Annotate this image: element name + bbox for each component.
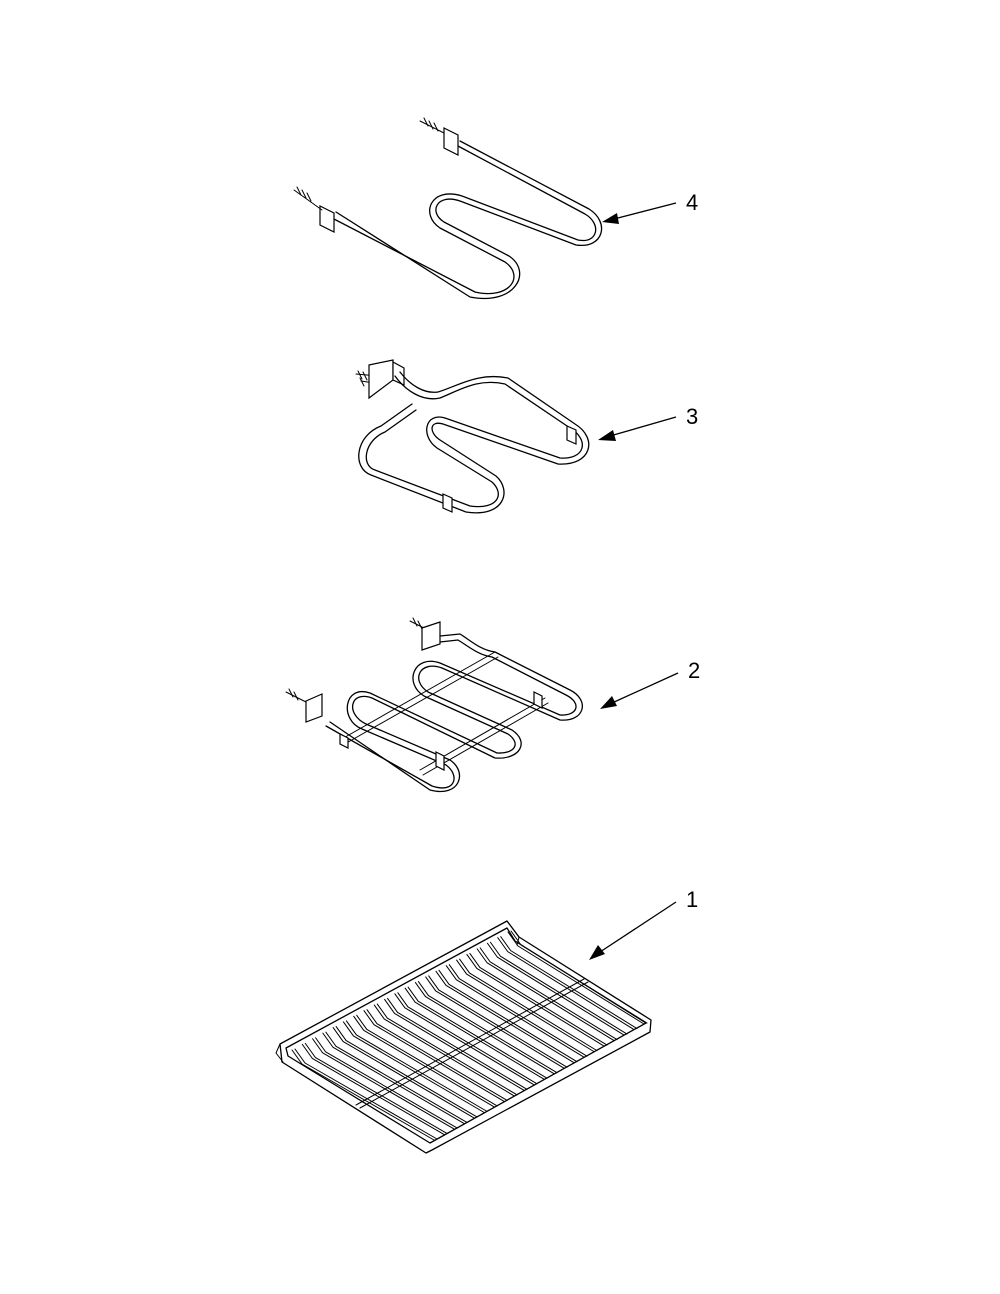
rack-bar (384, 998, 525, 1091)
rack-bar (301, 1043, 445, 1135)
rack-bar-edge (469, 952, 608, 1046)
rack-bar (322, 1032, 465, 1124)
rack-bar-edge (376, 1003, 518, 1096)
rack-bar (445, 965, 585, 1058)
rack-bar-edge (417, 981, 558, 1074)
rack-bar (332, 1027, 475, 1119)
rack-bar (486, 942, 625, 1036)
rack-bar (353, 1015, 495, 1108)
rack-bar-edge (500, 936, 638, 1030)
callout-label-1: 1 (686, 887, 698, 912)
rack-bar-edge (366, 1009, 508, 1101)
rack-bar (291, 1049, 435, 1141)
rack-bar (394, 993, 535, 1086)
rack-bar-edge (438, 969, 578, 1063)
rack-bar (373, 1004, 515, 1097)
callout-3: 3 (598, 404, 698, 441)
rack-bar-edge (304, 1042, 448, 1134)
rack-bar-edge (335, 1026, 478, 1118)
rack-bar-edge (459, 958, 598, 1052)
rack-bar-edge (345, 1020, 488, 1112)
rack-bar (404, 987, 545, 1080)
rack-bar (466, 953, 605, 1047)
rack-bar-edge (428, 975, 568, 1068)
rack-bar (342, 1021, 485, 1113)
callout-label-4: 4 (686, 190, 698, 215)
rack-bar-edge (479, 947, 618, 1041)
rack-bar-edge (315, 1037, 458, 1129)
rack-bar (456, 959, 595, 1053)
part-2-hidden-bake-element (285, 617, 583, 793)
callout-1: 1 (589, 887, 698, 960)
rack-bar-edge (356, 1014, 498, 1107)
rack-bar-edge (448, 964, 588, 1057)
part-4-bake-element (293, 117, 603, 300)
rack-bars (291, 930, 648, 1141)
part-3-broil-element (355, 359, 590, 514)
rack-bar (425, 976, 565, 1069)
rack-bar (507, 931, 645, 1025)
callout-4: 4 (602, 190, 698, 224)
callout-label-2: 2 (688, 658, 700, 683)
rack-bar (363, 1010, 505, 1102)
callout-label-3: 3 (686, 404, 698, 429)
rack-bar-edge (294, 1048, 438, 1140)
rack-bar (414, 982, 555, 1075)
rack-bar-edge (397, 992, 538, 1085)
rack-bar-edge (489, 941, 628, 1035)
rack-bar (312, 1038, 455, 1130)
callout-2: 2 (600, 658, 700, 709)
rack-bar-edge (325, 1031, 468, 1123)
rack-bar (435, 970, 575, 1064)
rack-bar (476, 948, 615, 1042)
rack-bar-edge (387, 997, 528, 1090)
rack-bar (497, 937, 635, 1031)
rack-bar-edge (407, 986, 548, 1079)
rack-bar-edge (510, 930, 648, 1024)
part-1-oven-rack (275, 920, 652, 1154)
